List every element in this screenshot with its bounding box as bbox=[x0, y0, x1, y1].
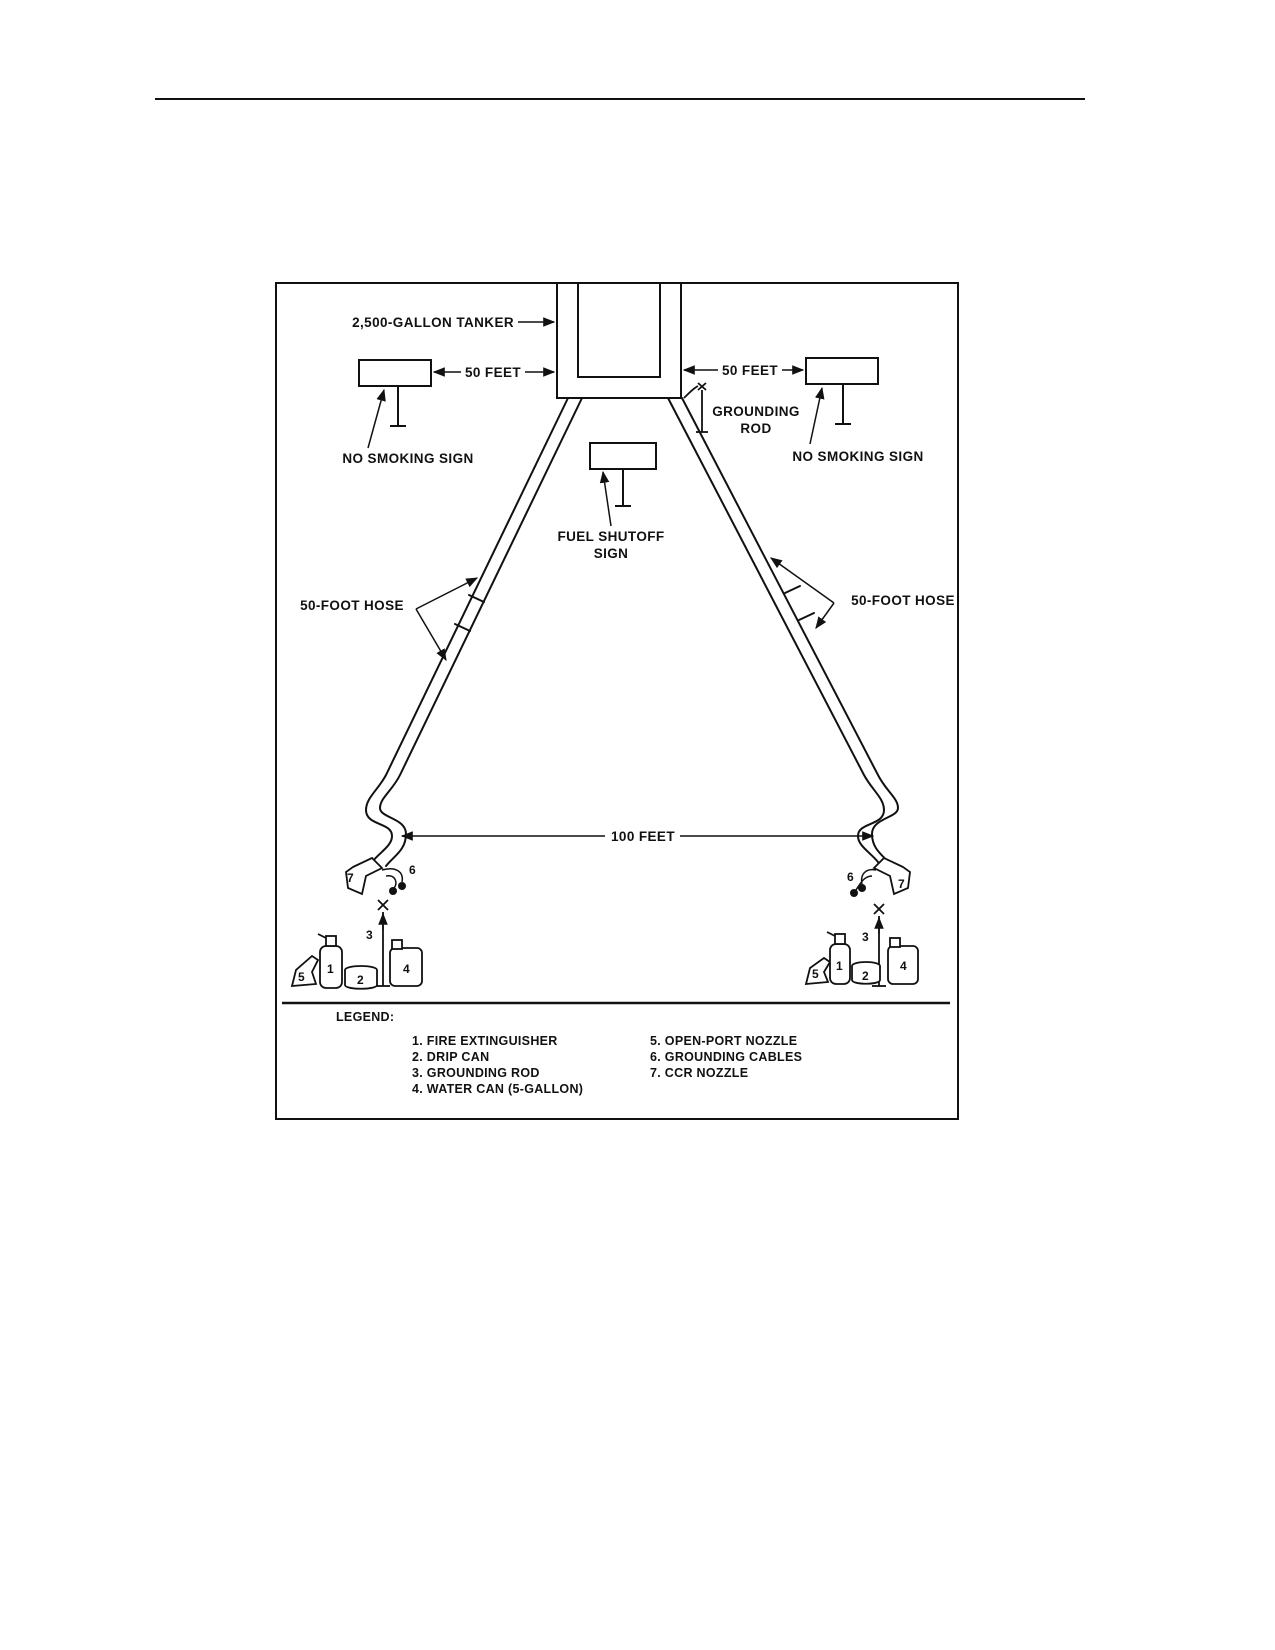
hose-right-label: 50-FOOT HOSE bbox=[851, 593, 955, 608]
drip-can-right bbox=[851, 961, 881, 985]
figure-frame bbox=[275, 282, 959, 1120]
marker-1-left: 1 bbox=[327, 962, 334, 976]
hose-left-arrow-b bbox=[415, 608, 447, 662]
grounding-clamp-left-b bbox=[389, 887, 397, 895]
fifty-feet-left-label: 50 FEET bbox=[465, 365, 521, 380]
hose-left bbox=[364, 397, 583, 867]
marker-5-left: 5 bbox=[298, 970, 305, 984]
legend-item-4: 4. WATER CAN (5-GALLON) bbox=[412, 1082, 583, 1096]
ccr-nozzle-left bbox=[345, 856, 384, 896]
grounding-rod-label-line2: ROD bbox=[740, 421, 771, 436]
legend-item-3: 3. GROUNDING ROD bbox=[412, 1066, 540, 1080]
open-port-nozzle-left bbox=[290, 954, 320, 988]
fuel-shutoff-label-line2: SIGN bbox=[594, 546, 629, 561]
grounding-rod-left bbox=[376, 899, 390, 987]
marker-1-right: 1 bbox=[836, 959, 843, 973]
no-smoking-right-arrow bbox=[809, 386, 825, 445]
marker-7-left: 7 bbox=[347, 871, 354, 885]
legend-item-2: 2. DRIP CAN bbox=[412, 1050, 489, 1064]
grounding-cables-right bbox=[855, 868, 877, 891]
marker-4-right: 4 bbox=[900, 959, 907, 973]
hose-right-arrow-a bbox=[770, 557, 835, 604]
water-can-right bbox=[887, 937, 919, 985]
marker-6-right: 6 bbox=[847, 870, 854, 884]
hose-right-arrow-b bbox=[815, 602, 835, 629]
no-smoking-right-label: NO SMOKING SIGN bbox=[792, 449, 923, 464]
grounding-rod-label-line1: GROUNDING bbox=[712, 404, 800, 419]
fifty-feet-right-label: 50 FEET bbox=[722, 363, 778, 378]
tanker-grounding-rod bbox=[683, 382, 708, 433]
drip-can-left bbox=[344, 965, 378, 990]
water-can-left bbox=[389, 939, 423, 987]
hose-left-arrow-a bbox=[415, 577, 479, 610]
no-smoking-sign-left bbox=[358, 359, 432, 427]
tanker bbox=[556, 283, 682, 399]
fire-extinguisher-left bbox=[317, 933, 343, 989]
marker-2-left: 2 bbox=[357, 973, 364, 987]
hose-left-label: 50-FOOT HOSE bbox=[300, 598, 404, 613]
grounding-clamp-left-a bbox=[398, 882, 406, 890]
no-smoking-left-arrow bbox=[367, 388, 386, 449]
marker-2-right: 2 bbox=[862, 969, 869, 983]
page-header-rule bbox=[155, 98, 1085, 100]
marker-7-right: 7 bbox=[898, 877, 905, 891]
grounding-clamp-right-a bbox=[858, 884, 866, 892]
marker-5-right: 5 bbox=[812, 967, 819, 981]
tanker-label: 2,500-GALLON TANKER bbox=[352, 315, 514, 330]
marker-3-right: 3 bbox=[862, 930, 869, 944]
marker-3-left: 3 bbox=[366, 928, 373, 942]
hundred-feet-label: 100 FEET bbox=[611, 829, 675, 844]
ccr-nozzle-right bbox=[872, 856, 911, 896]
grounding-clamp-right-b bbox=[850, 889, 858, 897]
legend-item-6: 6. GROUNDING CABLES bbox=[650, 1050, 802, 1064]
no-smoking-sign-right bbox=[805, 357, 879, 425]
no-smoking-left-label: NO SMOKING SIGN bbox=[342, 451, 473, 466]
marker-4-left: 4 bbox=[403, 962, 410, 976]
legend-item-1: 1. FIRE EXTINGUISHER bbox=[412, 1034, 558, 1048]
legend-title: LEGEND: bbox=[336, 1010, 394, 1024]
legend-item-7: 7. CCR NOZZLE bbox=[650, 1066, 748, 1080]
fire-extinguisher-right bbox=[826, 931, 851, 985]
equipment-left: 7 6 3 5 1 2 bbox=[290, 856, 423, 990]
fuel-shutoff-sign bbox=[589, 442, 657, 507]
fuel-shutoff-label-line1: FUEL SHUTOFF bbox=[557, 529, 664, 544]
grounding-cables-left bbox=[381, 868, 404, 889]
hose-right bbox=[667, 397, 900, 867]
legend-item-5: 5. OPEN-PORT NOZZLE bbox=[650, 1034, 797, 1048]
equipment-right: 7 6 3 5 1 2 bbox=[804, 856, 919, 987]
fuel-shutoff-arrow bbox=[599, 470, 612, 527]
marker-6-left: 6 bbox=[409, 863, 416, 877]
